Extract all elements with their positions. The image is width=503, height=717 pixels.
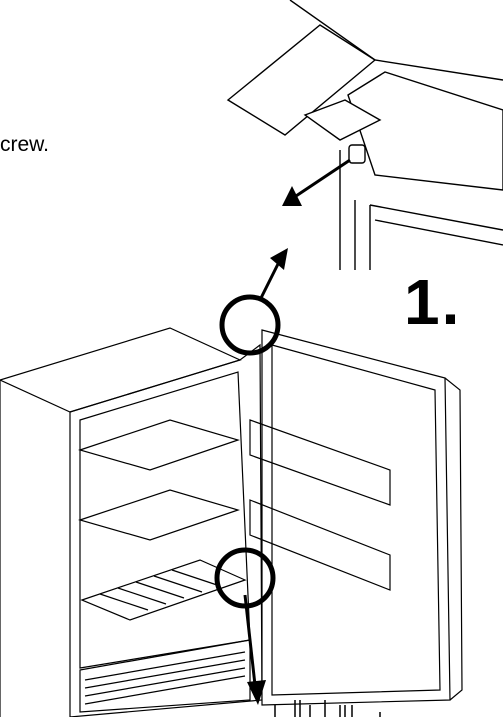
hinge-detail-inset [226, 0, 503, 270]
bottom-marks [274, 700, 381, 717]
highlight-circles [214, 294, 281, 609]
fridge-top-panel [0, 327, 242, 413]
door-shelf-lower [249, 499, 391, 591]
step-number-label: 1. [404, 266, 462, 338]
screw-icon [348, 144, 366, 164]
inset-vertical-panel [339, 150, 371, 270]
arrow-icon [289, 158, 351, 202]
arrow-head-down [247, 680, 266, 705]
fridge-shelf-top [77, 419, 240, 471]
fridge-crisper-tray [80, 559, 247, 621]
door-shelf-upper [249, 419, 391, 506]
door-edge [444, 377, 463, 701]
arrow-head-screw-removal [282, 186, 302, 206]
fridge-grille-slots [84, 651, 246, 705]
fridge-crisper-ribs [99, 569, 221, 611]
inset-cabinet-edge [289, 0, 503, 81]
inset-door-frame [347, 71, 503, 191]
inset-corner-frame [369, 204, 503, 246]
fridge-front-frame [69, 343, 263, 717]
upper-hinge-circle [219, 294, 281, 356]
fridge-body [0, 327, 263, 717]
fridge-side-panel [0, 380, 71, 717]
instruction-caption: crew. [0, 133, 50, 156]
arrow-head-up [270, 248, 288, 270]
fridge-inner-frame [79, 371, 251, 669]
inset-hinge-bracket [303, 99, 382, 141]
fridge-grille [79, 639, 251, 713]
arrow-down-line [243, 594, 257, 686]
arrow-up-line [258, 259, 282, 301]
lower-hinge-circle [214, 547, 276, 609]
fridge-door [249, 329, 463, 706]
fridge-shelf-middle [77, 489, 240, 541]
arrows [243, 158, 351, 705]
